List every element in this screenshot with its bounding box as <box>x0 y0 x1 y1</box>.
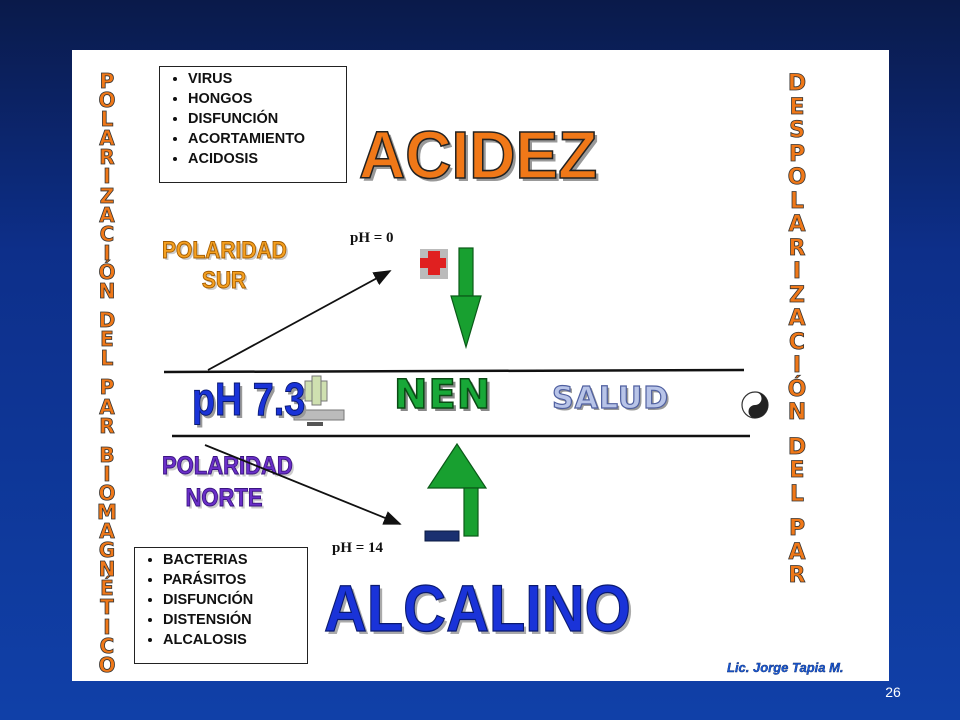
polarity-north-label: POLARIDAD NORTE <box>162 450 294 513</box>
vertical-letter: D <box>787 71 807 96</box>
vertical-letter: C <box>99 633 115 658</box>
ph-neutral-label: pH 7.3 <box>192 373 306 426</box>
arrow-to-ph0 <box>207 270 392 371</box>
vertical-letter: P <box>99 69 115 93</box>
plus-minus-icon <box>293 375 345 426</box>
vertical-letter: I <box>792 259 802 284</box>
vertical-letter: A <box>99 202 115 227</box>
list-item: PARÁSITOS <box>163 570 299 590</box>
acid-causes-list: VIRUS HONGOS DISFUNCIÓN ACORTAMIENTO ACI… <box>159 66 347 183</box>
list-item: HONGOS <box>188 89 338 109</box>
vertical-letter: R <box>788 235 806 261</box>
plus-icon <box>420 249 448 279</box>
polarity-south-line-2: SUR <box>201 267 247 294</box>
ph-bottom-label: pH = 14 <box>332 540 384 556</box>
vertical-letter: P <box>99 375 115 400</box>
vertical-letter: A <box>99 126 115 151</box>
list-item: DISFUNCIÓN <box>163 590 299 610</box>
minus-icon <box>424 530 460 542</box>
vertical-letter: Z <box>789 282 806 308</box>
polarity-south-label: POLARIDAD SUR <box>162 236 288 296</box>
alkaline-causes-list: BACTERIAS PARÁSITOS DISFUNCIÓN DISTENSIÓ… <box>134 547 308 664</box>
list-item: ACORTAMIENTO <box>188 129 338 149</box>
vertical-letter: R <box>99 145 115 170</box>
vertical-letter: I <box>103 461 111 486</box>
vertical-letter: A <box>788 212 806 237</box>
vertical-letter: D <box>787 434 807 460</box>
vertical-letter: G <box>98 538 116 563</box>
vertical-letter: A <box>99 394 115 419</box>
list-item: DISTENSIÓN <box>163 610 299 630</box>
arrow-to-ph14 <box>204 444 402 525</box>
vertical-letter: T <box>100 595 114 620</box>
vertical-letter: P <box>788 141 806 167</box>
vertical-letter: É <box>100 576 114 601</box>
vertical-letter: I <box>103 240 111 265</box>
vertical-letter: I <box>103 614 111 639</box>
vertical-letter: D <box>98 308 116 333</box>
ph-top-label: pH = 0 <box>350 230 394 246</box>
diagram-graphics <box>163 247 769 542</box>
vertical-letter: Ó <box>787 376 807 402</box>
list-item: BACTERIAS <box>163 550 299 570</box>
vertical-letter: E <box>100 327 114 352</box>
nen-label: NEN <box>393 371 492 419</box>
list-item: DISFUNCIÓN <box>188 109 338 129</box>
vertical-letter: C <box>99 221 115 246</box>
yin-yang-icon <box>741 391 769 419</box>
vertical-letter: A <box>788 539 806 565</box>
list-item: VIRUS <box>188 69 338 89</box>
acid-heading: ACIDEZ <box>358 116 598 193</box>
polarity-north-line-2: NORTE <box>185 482 263 512</box>
vertical-letter: C <box>788 329 806 355</box>
vertical-letter: O <box>98 480 116 505</box>
health-label: SALUD <box>551 380 670 416</box>
vertical-letter: Ó <box>98 259 116 284</box>
vertical-letter: E <box>789 458 805 483</box>
vertical-letter: Z <box>99 183 115 208</box>
vertical-letter: S <box>789 118 806 143</box>
vertical-letter: L <box>789 481 805 507</box>
page-number: 26 <box>885 684 901 700</box>
vertical-letter: E <box>789 94 805 120</box>
vertical-letter: L <box>100 107 114 132</box>
vertical-letter: I <box>792 353 802 378</box>
author-signature: Lic. Jorge Tapia M. <box>727 660 844 675</box>
vertical-letter: L <box>789 188 805 214</box>
vertical-letter: A <box>99 519 115 544</box>
vertical-letter: L <box>100 346 114 371</box>
vertical-letter: B <box>99 442 115 467</box>
alkaline-heading: ALCALINO <box>323 570 631 645</box>
vertical-letter: O <box>787 165 807 190</box>
vertical-letter: N <box>98 557 116 582</box>
neutral-line-top <box>163 368 745 374</box>
vertical-letter: P <box>788 516 806 541</box>
polarity-north-line-1: POLARIDAD <box>162 451 294 481</box>
vertical-letter: N <box>787 400 807 425</box>
vertical-letter: N <box>98 279 116 304</box>
vertical-letter: A <box>788 306 806 331</box>
vertical-letter: R <box>99 413 115 438</box>
polarity-south-line-1: POLARIDAD <box>162 237 288 264</box>
vertical-letter: O <box>98 652 116 677</box>
vertical-letter: O <box>98 88 116 113</box>
down-arrow <box>450 247 482 350</box>
list-item: ACIDOSIS <box>188 149 338 169</box>
up-arrow <box>426 442 488 537</box>
vertical-letter: M <box>97 499 118 524</box>
vertical-letter: I <box>103 164 111 189</box>
list-item: ALCALOSIS <box>163 630 299 650</box>
vertical-letter: R <box>788 563 806 588</box>
